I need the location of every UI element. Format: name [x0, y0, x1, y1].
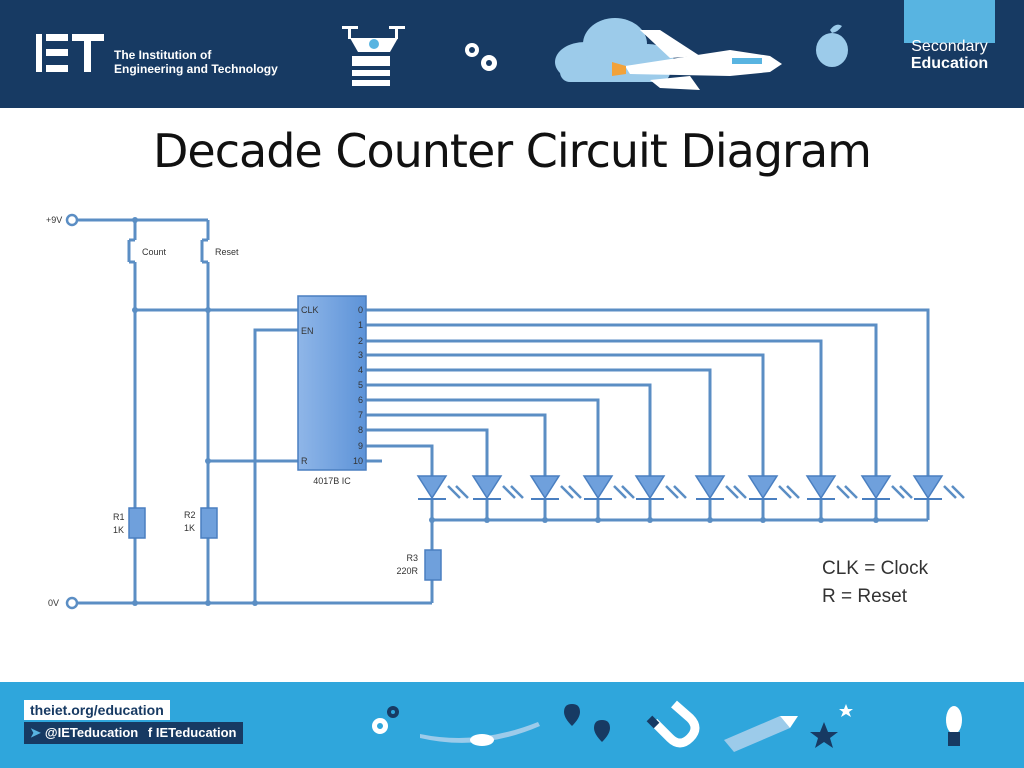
led-icon — [912, 475, 965, 500]
gear-icon — [372, 706, 399, 734]
gear-icon — [465, 43, 497, 71]
ic-label: 4017B IC — [313, 476, 351, 486]
led-icon — [471, 475, 524, 500]
header-illustrations — [342, 18, 848, 90]
count-switch-label: Count — [142, 247, 167, 257]
organisation-name: The Institution of Engineering and Techn… — [114, 48, 278, 76]
resistor-r3 — [424, 549, 442, 581]
twitter-icon: ➤ — [30, 725, 41, 740]
ic-out-10: 10 — [353, 456, 363, 466]
org-line-1: The Institution of — [114, 48, 212, 62]
social-handles: ➤@IETeducation f IETeducation — [24, 722, 243, 744]
reset-switch-label: Reset — [215, 247, 239, 257]
led-row — [416, 475, 965, 500]
led-icon — [582, 475, 635, 500]
resistor-r1 — [128, 507, 146, 539]
led-icon — [634, 475, 687, 500]
ic-out-1: 1 — [358, 320, 363, 330]
ic-out-4: 4 — [358, 365, 363, 375]
ic-pin-r: R — [301, 456, 308, 466]
ic-out-0: 0 — [358, 305, 363, 315]
badge-secondary: Secondary — [904, 0, 995, 55]
supply-label: +9V — [46, 215, 62, 225]
facebook-icon: f — [147, 725, 153, 740]
ic-out-3: 3 — [358, 350, 363, 360]
space-shuttle-icon — [612, 30, 782, 90]
badge-education: Education — [910, 55, 989, 72]
ic-out-2: 2 — [358, 336, 363, 346]
count-switch-icon — [127, 238, 135, 264]
twitter-handle[interactable]: @IETeducation — [44, 725, 139, 740]
led-icon — [529, 475, 582, 500]
ic-out-7: 7 — [358, 410, 363, 420]
apple-icon — [816, 24, 848, 67]
ic-out-9: 9 — [358, 441, 363, 451]
legend-reset: R = Reset — [822, 586, 908, 607]
page-title: Decade Counter Circuit Diagram — [153, 124, 872, 178]
r1-name: R1 — [113, 512, 125, 522]
facebook-handle[interactable]: IETeducation — [155, 725, 237, 740]
footer-illustrations — [372, 700, 962, 752]
r1-value: 1K — [113, 525, 124, 535]
resistor-r2 — [200, 507, 218, 539]
ground-label: 0V — [48, 598, 59, 608]
r3-value: 220R — [396, 566, 418, 576]
supply-terminal — [65, 213, 79, 227]
iet-logo-icon — [36, 34, 104, 72]
org-line-2: Engineering and Technology — [114, 62, 278, 76]
led-icon — [694, 475, 747, 500]
reset-switch-icon — [200, 238, 208, 264]
led-icon — [805, 475, 858, 500]
ic-4017b — [297, 295, 367, 471]
star-icon — [810, 704, 853, 748]
legend-clk: CLK = Clock — [822, 558, 929, 579]
led-icon — [416, 475, 469, 500]
pencil-icon — [724, 716, 798, 752]
led-icon — [860, 475, 913, 500]
ic-pin-clk: CLK — [301, 305, 319, 315]
circuit-diagram: +9V 0V Count Reset CLK EN R 0 1 2 3 4 5 … — [46, 213, 965, 610]
r3-name: R3 — [406, 553, 418, 563]
glider-icon — [420, 722, 540, 746]
led-icon — [747, 475, 800, 500]
ic-out-5: 5 — [358, 380, 363, 390]
ground-terminal — [65, 596, 79, 610]
header-bar — [0, 0, 1024, 108]
magnet-icon — [646, 700, 700, 748]
ic-out-6: 6 — [358, 395, 363, 405]
lightbulb-icon — [946, 706, 962, 746]
wires — [72, 218, 930, 605]
junctions — [132, 217, 879, 606]
drone-icon — [342, 26, 405, 86]
ic-pin-en: EN — [301, 326, 314, 336]
location-pin-icon — [564, 704, 610, 742]
r2-value: 1K — [184, 523, 195, 533]
ic-out-8: 8 — [358, 425, 363, 435]
website-url[interactable]: theiet.org/education — [24, 700, 170, 720]
r2-name: R2 — [184, 510, 196, 520]
